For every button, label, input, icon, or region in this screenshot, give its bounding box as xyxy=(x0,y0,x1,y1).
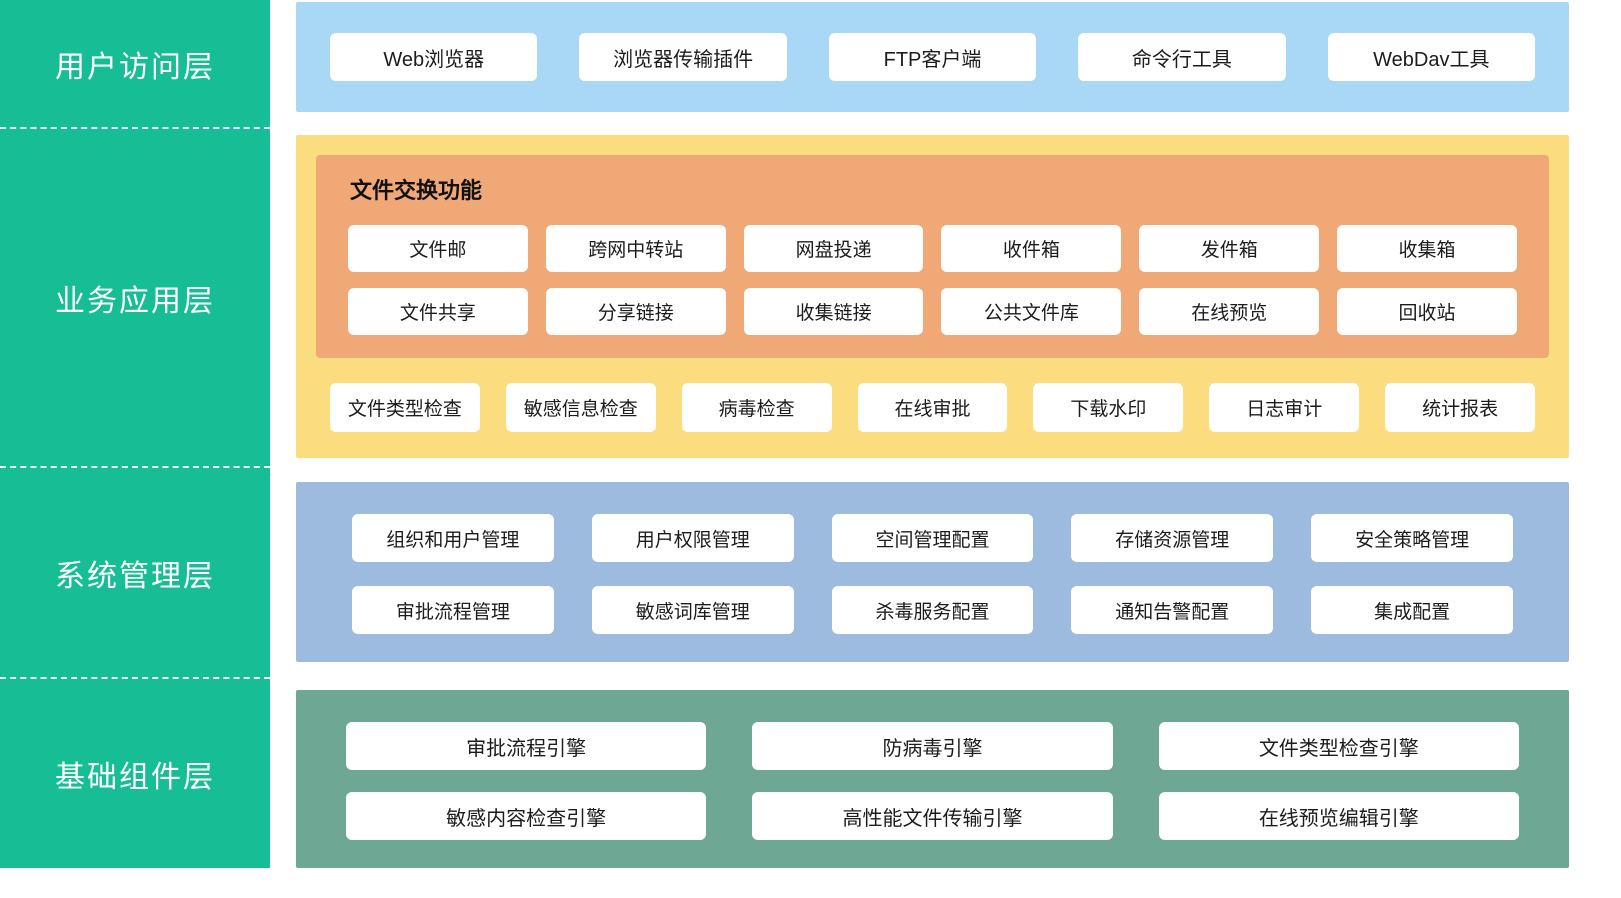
check-item: 统计报表 xyxy=(1385,383,1536,432)
band-basic-components: 审批流程引擎 防病毒引擎 文件类型检查引擎 敏感内容检查引擎 高性能文件传输引擎… xyxy=(296,690,1569,868)
exchange-item: 在线预览 xyxy=(1139,288,1320,335)
exchange-item: 回收站 xyxy=(1337,288,1517,335)
management-item: 空间管理配置 xyxy=(831,514,1034,562)
management-item: 审批流程管理 xyxy=(352,586,554,634)
component-row-1: 审批流程引擎 防病毒引擎 文件类型检查引擎 xyxy=(346,722,1519,770)
access-item: 命令行工具 xyxy=(1078,33,1286,81)
business-check-row: 文件类型检查 敏感信息检查 病毒检查 在线审批 下载水印 日志审计 统计报表 xyxy=(330,383,1536,432)
exchange-item: 收集箱 xyxy=(1337,225,1517,272)
file-exchange-panel: 文件交换功能 文件邮 跨网中转站 网盘投递 收件箱 发件箱 收集箱 文件共享 分… xyxy=(316,155,1549,358)
access-item: FTP客户端 xyxy=(828,33,1037,81)
layer-label-management: 系统管理层 xyxy=(55,559,215,593)
management-item: 通知告警配置 xyxy=(1071,586,1274,634)
exchange-item: 跨网中转站 xyxy=(545,225,726,272)
engine-item: 敏感内容检查引擎 xyxy=(346,792,707,840)
layer-label-user-access: 用户访问层 xyxy=(55,50,215,84)
check-item: 病毒检查 xyxy=(681,383,832,432)
exchange-item: 发件箱 xyxy=(1139,225,1320,272)
check-item: 在线审批 xyxy=(857,383,1008,432)
layer-section-components: 基础组件层 xyxy=(0,677,270,868)
management-item: 杀毒服务配置 xyxy=(831,586,1034,634)
access-item: WebDav工具 xyxy=(1327,33,1536,81)
management-row-2: 审批流程管理 敏感词库管理 杀毒服务配置 通知告警配置 集成配置 xyxy=(352,586,1513,634)
band-business-application: 文件交换功能 文件邮 跨网中转站 网盘投递 收件箱 发件箱 收集箱 文件共享 分… xyxy=(296,135,1569,458)
engine-item: 审批流程引擎 xyxy=(346,722,707,770)
layer-section-user-access: 用户访问层 xyxy=(0,0,270,127)
access-item: Web浏览器 xyxy=(330,33,538,81)
check-item: 文件类型检查 xyxy=(330,383,480,432)
exchange-row-2: 文件共享 分享链接 收集链接 公共文件库 在线预览 回收站 xyxy=(348,288,1517,335)
exchange-row-1: 文件邮 跨网中转站 网盘投递 收件箱 发件箱 收集箱 xyxy=(348,225,1517,272)
check-item: 日志审计 xyxy=(1209,383,1360,432)
management-item: 集成配置 xyxy=(1311,586,1513,634)
management-row-1: 组织和用户管理 用户权限管理 空间管理配置 存储资源管理 安全策略管理 xyxy=(352,514,1513,562)
management-item: 存储资源管理 xyxy=(1071,514,1274,562)
engine-item: 高性能文件传输引擎 xyxy=(752,792,1113,840)
exchange-item: 文件共享 xyxy=(348,288,528,335)
exchange-item: 分享链接 xyxy=(545,288,726,335)
band-system-management: 组织和用户管理 用户权限管理 空间管理配置 存储资源管理 安全策略管理 审批流程… xyxy=(296,482,1569,662)
engine-item: 文件类型检查引擎 xyxy=(1158,722,1519,770)
management-item: 安全策略管理 xyxy=(1311,514,1513,562)
layer-sidebar: 用户访问层 业务应用层 系统管理层 基础组件层 xyxy=(0,0,270,868)
component-row-2: 敏感内容检查引擎 高性能文件传输引擎 在线预览编辑引擎 xyxy=(346,792,1519,840)
file-exchange-panel-title: 文件交换功能 xyxy=(350,178,483,203)
management-item: 组织和用户管理 xyxy=(352,514,554,562)
layer-section-management: 系统管理层 xyxy=(0,466,270,677)
engine-item: 防病毒引擎 xyxy=(752,722,1113,770)
exchange-item: 收件箱 xyxy=(941,225,1122,272)
management-item: 用户权限管理 xyxy=(591,514,794,562)
layer-label-business: 业务应用层 xyxy=(55,284,215,318)
band-user-access: Web浏览器 浏览器传输插件 FTP客户端 命令行工具 WebDav工具 xyxy=(296,2,1569,112)
exchange-item: 收集链接 xyxy=(743,288,924,335)
access-item: 浏览器传输插件 xyxy=(579,33,787,81)
check-item: 下载水印 xyxy=(1033,383,1184,432)
layer-label-components: 基础组件层 xyxy=(55,760,215,794)
exchange-item: 公共文件库 xyxy=(941,288,1122,335)
check-item: 敏感信息检查 xyxy=(505,383,656,432)
exchange-item: 网盘投递 xyxy=(743,225,924,272)
layer-section-business: 业务应用层 xyxy=(0,127,270,466)
management-item: 敏感词库管理 xyxy=(591,586,794,634)
exchange-item: 文件邮 xyxy=(348,225,528,272)
engine-item: 在线预览编辑引擎 xyxy=(1158,792,1519,840)
diagram-content: Web浏览器 浏览器传输插件 FTP客户端 命令行工具 WebDav工具 文件交… xyxy=(296,0,1569,868)
